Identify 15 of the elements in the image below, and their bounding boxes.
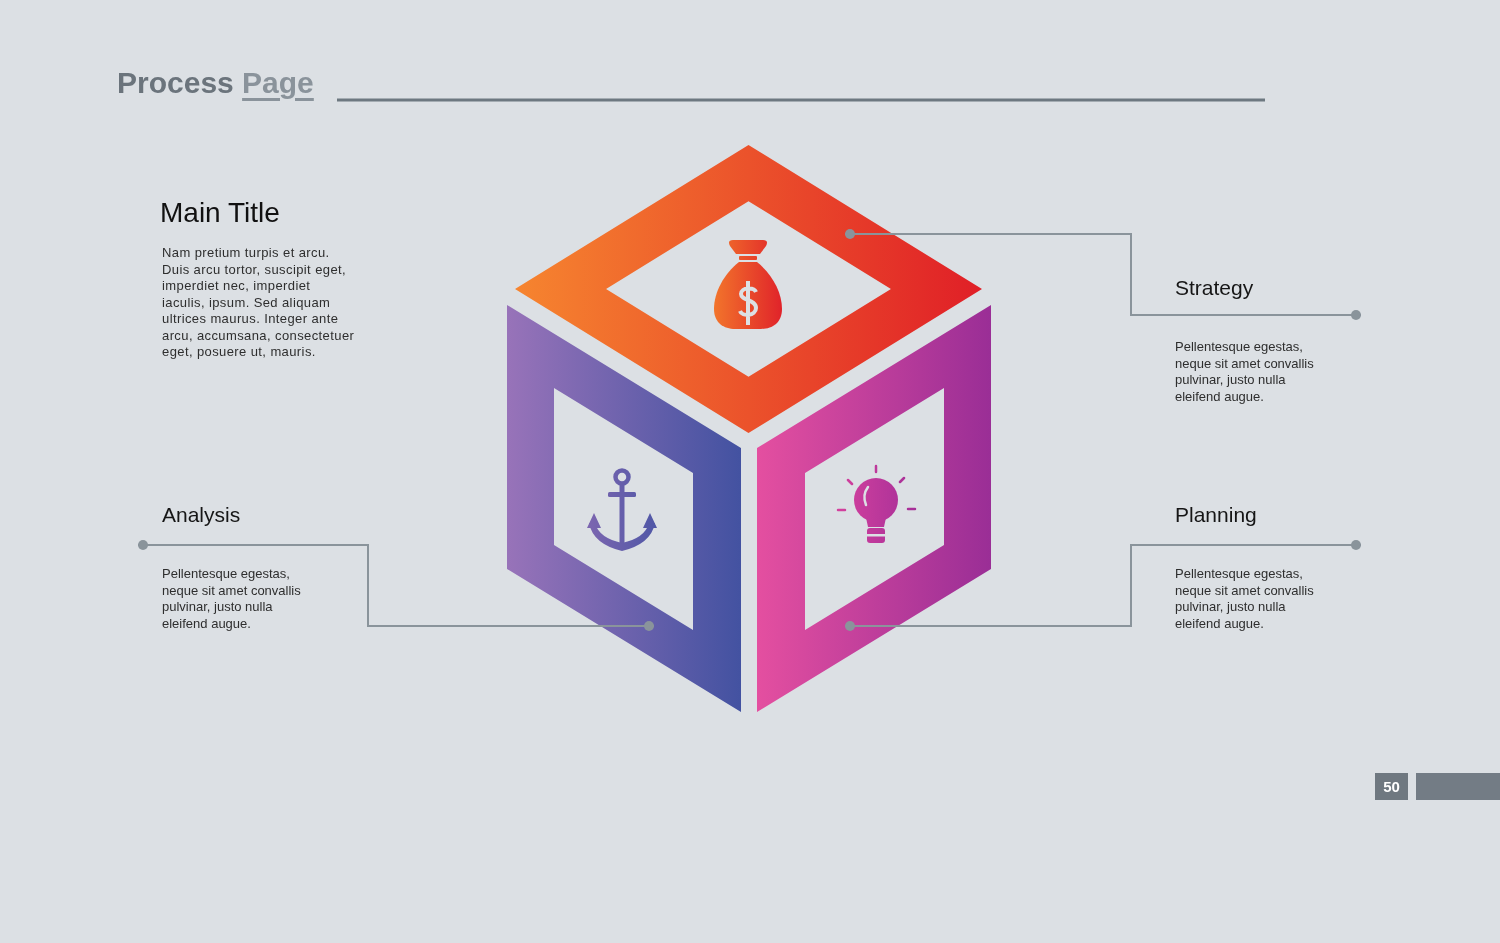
body-text: Pellentesque egestas, neque sit amet convallis pulvinar, justo nulla eleifend augue. — [1175, 339, 1315, 405]
body-text: Pellentesque egestas, neque sit amet convallis pulvinar, justo nulla eleifend augue. — [1175, 566, 1315, 632]
page-title: Process Page — [117, 65, 314, 101]
cube-face — [507, 305, 741, 712]
leader-line — [137, 540, 655, 631]
page-number: 50 — [1375, 773, 1408, 800]
leader-line — [844, 229, 1362, 320]
cube-face — [757, 305, 991, 712]
body-text: Nam pretium turpis et arcu. Duis arcu tortor, suscipit eget, imperdiet nec, imperdiet iaculis, ipsum. Sed aliquam ultrices maurus. Integer ante arcu, accumsana, consectetuer eget, posuere ut, mauris. — [162, 245, 356, 361]
main-title: Main Title — [160, 197, 280, 229]
section-heading: Planning — [1175, 503, 1257, 527]
leader-line — [844, 540, 1362, 631]
section-heading: Strategy — [1175, 276, 1254, 300]
body-text: Pellentesque egestas, neque sit amet convallis pulvinar, justo nulla eleifend augue. — [162, 566, 302, 632]
section-heading: Analysis — [162, 503, 241, 527]
